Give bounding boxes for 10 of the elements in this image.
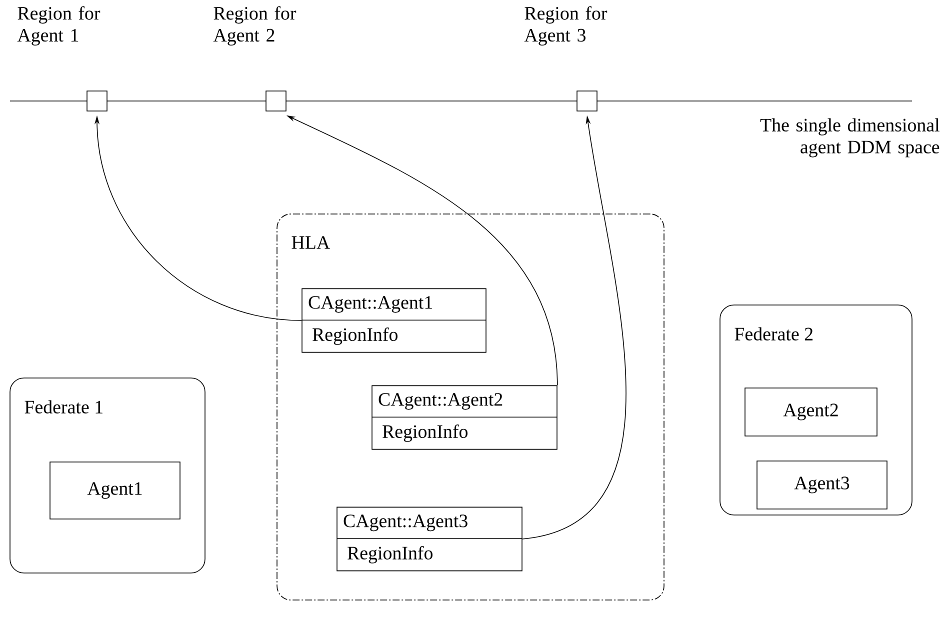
class-box: CAgent::Agent3 RegionInfo bbox=[336, 506, 522, 572]
class-box: CAgent::Agent2 RegionInfo bbox=[372, 385, 558, 450]
region-label: Region for Agent 3 bbox=[524, 6, 608, 46]
region-label: Region for Agent 1 bbox=[17, 6, 100, 46]
region-label: Region for Agent 2 bbox=[213, 6, 296, 46]
agent-box: Agent1 bbox=[50, 462, 180, 520]
class-box: CAgent::Agent1 RegionInfo bbox=[302, 288, 486, 353]
agent-box: Agent3 bbox=[756, 460, 888, 510]
axis-label: The single dimensional agent DDM space bbox=[760, 118, 940, 158]
agent-box: Agent2 bbox=[744, 388, 878, 436]
